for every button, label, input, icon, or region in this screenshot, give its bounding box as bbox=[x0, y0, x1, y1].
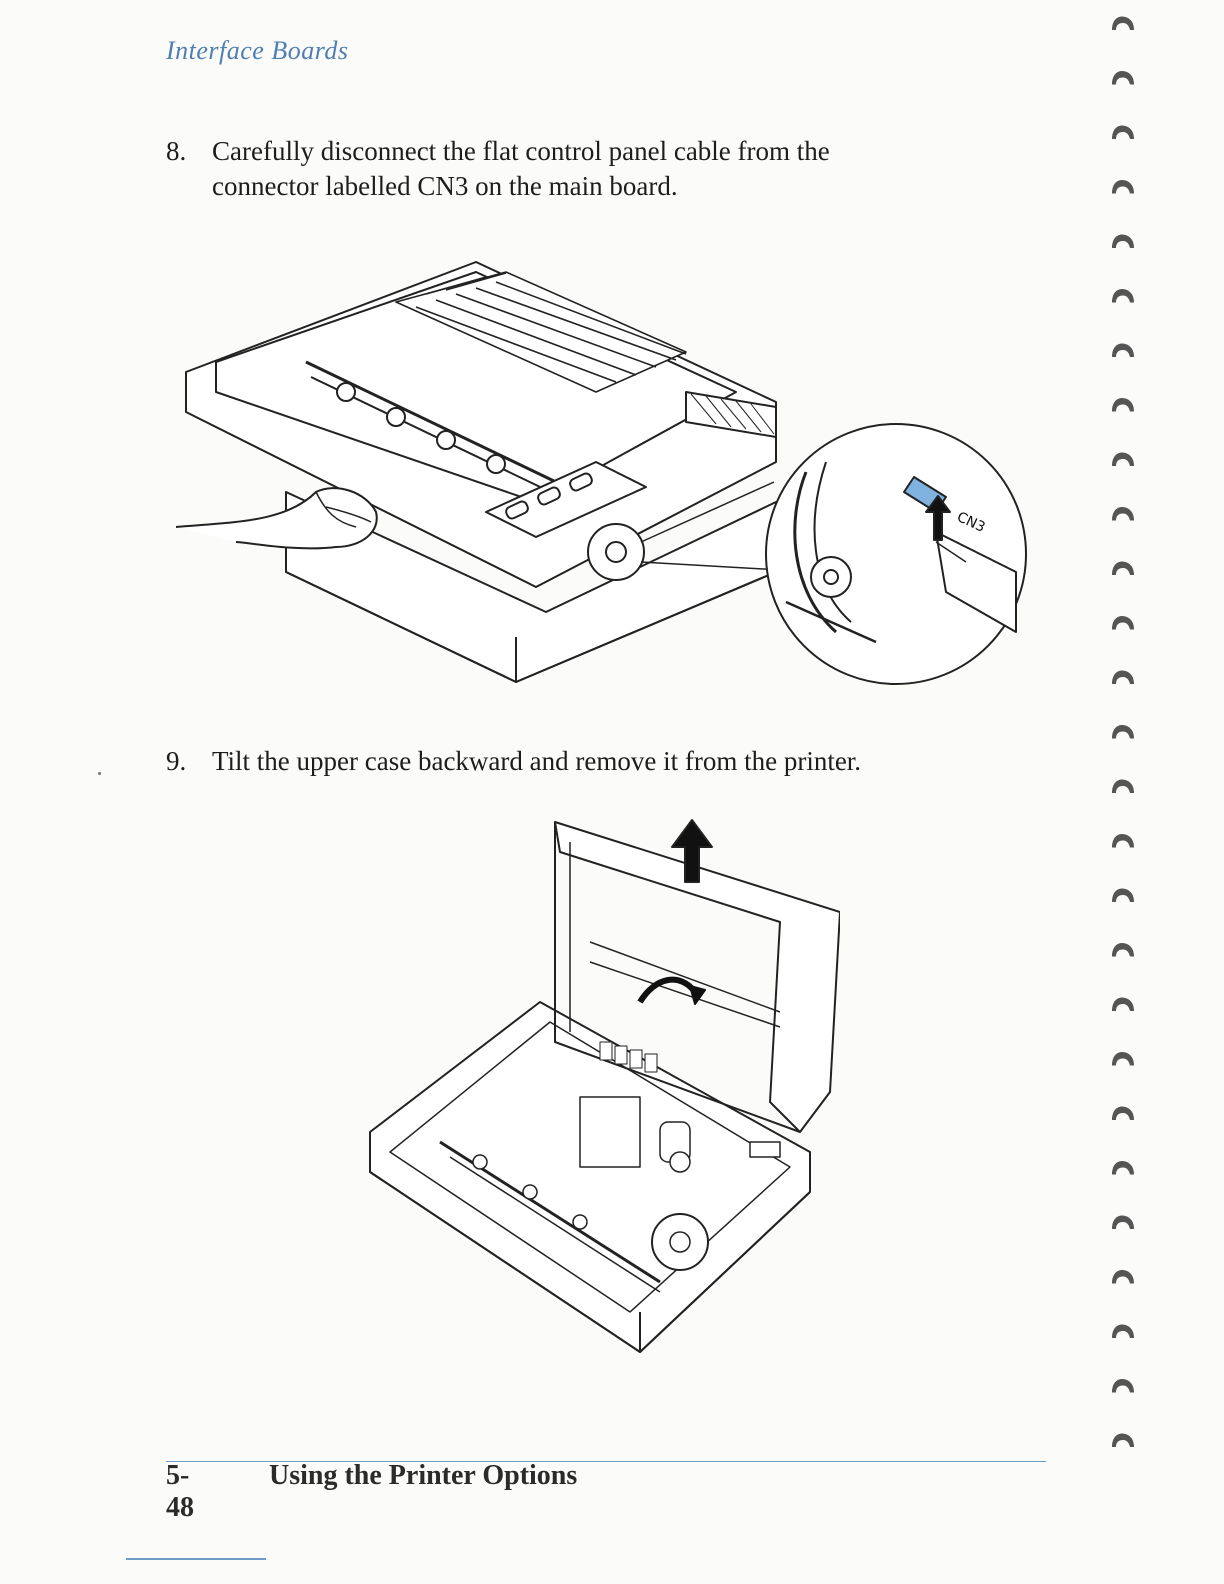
binding-ring bbox=[1112, 943, 1134, 957]
spiral-binding bbox=[1100, 0, 1150, 1584]
binding-ring bbox=[1112, 1107, 1134, 1121]
binding-ring bbox=[1112, 453, 1134, 467]
binding-ring bbox=[1112, 398, 1134, 412]
binding-ring bbox=[1112, 562, 1134, 576]
rotate-arrow bbox=[640, 980, 695, 1002]
step-text-line: Carefully disconnect the flat control pa… bbox=[212, 134, 830, 169]
binding-ring bbox=[1112, 780, 1134, 794]
binding-ring bbox=[1112, 71, 1134, 85]
platen-knob bbox=[588, 524, 644, 580]
binding-ring bbox=[1112, 671, 1134, 685]
binding-ring bbox=[1112, 180, 1134, 194]
binding-ring bbox=[1112, 1161, 1134, 1175]
binding-ring bbox=[1112, 507, 1134, 521]
binding-ring bbox=[1112, 1270, 1134, 1284]
binding-ring bbox=[1112, 616, 1134, 630]
binding-ring bbox=[1112, 889, 1134, 903]
binding-ring bbox=[1112, 126, 1134, 140]
page-number: 5-48 bbox=[166, 1460, 194, 1524]
binding-ring bbox=[1112, 1434, 1134, 1448]
binding-ring bbox=[1112, 1052, 1134, 1066]
binding-ring bbox=[1112, 834, 1134, 848]
step-9: 9. Tilt the upper case backward and remo… bbox=[166, 744, 1026, 780]
binding-ring bbox=[1112, 17, 1134, 31]
binding-ring bbox=[1112, 235, 1134, 249]
step-number: 8. bbox=[166, 134, 206, 169]
printer-remove-upper-case-illustration bbox=[360, 812, 840, 1368]
running-head: Interface Boards bbox=[166, 36, 349, 66]
section-title: Using the Printer Options bbox=[269, 1460, 577, 1492]
binding-ring bbox=[1112, 1325, 1134, 1339]
binding-ring bbox=[1112, 725, 1134, 739]
binding-ring bbox=[1112, 289, 1134, 303]
step-text-line: connector labelled CN3 on the main board… bbox=[212, 169, 830, 204]
hand bbox=[176, 488, 377, 548]
printer-disconnect-cable-illustration: CN3 bbox=[176, 242, 1036, 700]
step-text-line: Tilt the upper case backward and remove … bbox=[212, 744, 861, 779]
binding-ring bbox=[1112, 998, 1134, 1012]
step-text: Carefully disconnect the flat control pa… bbox=[212, 134, 830, 204]
step-text: Tilt the upper case backward and remove … bbox=[212, 744, 861, 779]
step-8: 8. Carefully disconnect the flat control… bbox=[166, 134, 986, 206]
binding-ring bbox=[1112, 1216, 1134, 1230]
cn3-detail-callout: CN3 bbox=[766, 424, 1026, 684]
binding-ring bbox=[1112, 344, 1134, 358]
bottom-mark bbox=[126, 1558, 266, 1560]
step-number: 9. bbox=[166, 744, 206, 779]
binding-ring bbox=[1112, 1379, 1134, 1393]
stray-mark bbox=[98, 772, 101, 775]
